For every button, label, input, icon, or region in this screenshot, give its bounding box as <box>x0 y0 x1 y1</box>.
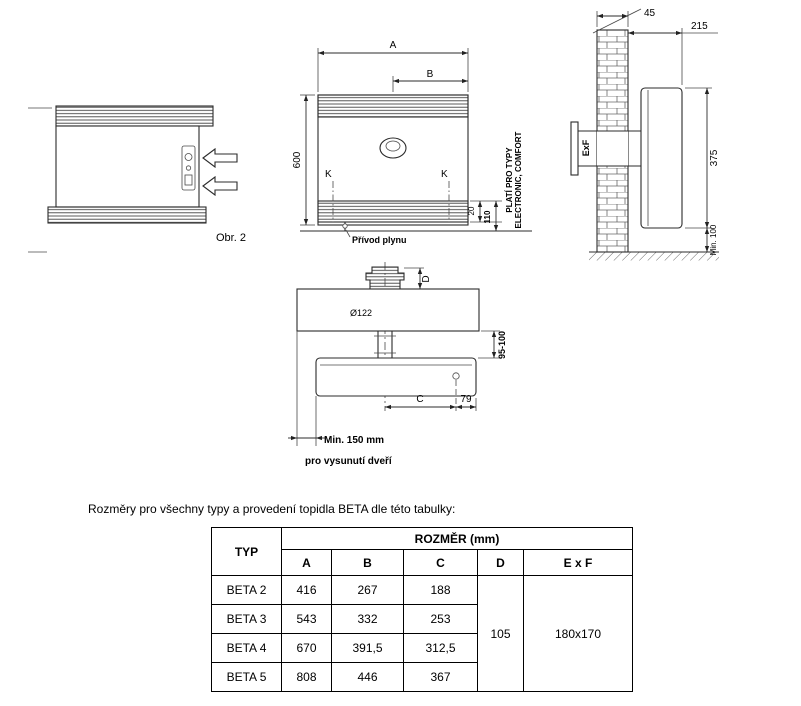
col-typ-header: TYP <box>211 527 282 576</box>
clearance-note: pro vysunutí dveří <box>305 456 393 467</box>
duct-exf-label: ExF <box>581 139 591 156</box>
wall-slab <box>296 288 480 332</box>
col-d-header: D <box>477 549 524 576</box>
wall-cut-mark <box>592 8 642 34</box>
cell-b: 446 <box>331 662 404 692</box>
heater-top-grille <box>55 105 214 127</box>
gas-valve-icon <box>342 223 348 229</box>
button-icon <box>185 165 192 171</box>
ground-hatch <box>589 252 719 261</box>
dim-D-label: D <box>421 275 432 282</box>
dim-C-label: C <box>416 394 423 405</box>
table-row: BETA 2 416 267 188 105 180x170 <box>211 575 634 692</box>
type-note-line1: PLATÍ PRO TYPY <box>505 147 514 213</box>
duct-flange <box>570 121 579 176</box>
block-arrow-icon <box>202 147 238 169</box>
technical-drawing: Obr. 2 A B 600 K K <box>28 8 720 467</box>
dim-215-label: 215 <box>691 21 708 32</box>
table-row: BETA 5 808 446 367 <box>211 662 633 692</box>
cell-a: 543 <box>281 604 332 634</box>
type-note-line2: ELECTRONIC, COMFORT <box>514 131 523 228</box>
rozmer-header: ROZMĚR (mm) <box>280 527 634 550</box>
heater-front-illustration: Obr. 2 <box>28 105 246 253</box>
K-right-label: K <box>441 169 448 180</box>
table-caption: Rozměry pro všechny typy a provedení top… <box>88 502 456 516</box>
col-a-header: A <box>281 549 332 576</box>
cell-a: 808 <box>281 662 332 692</box>
dim-min100-label: Min. 100 <box>709 224 718 255</box>
figure-caption: Obr. 2 <box>216 232 246 244</box>
cell-c: 253 <box>403 604 478 634</box>
dim-79-label: 79 <box>460 394 472 405</box>
mount-hole-icon <box>452 372 460 380</box>
heater-bottom-grille <box>47 206 207 224</box>
col-b-header: B <box>331 549 404 576</box>
cell-b: 391,5 <box>331 633 404 663</box>
cell-typ: BETA 3 <box>211 604 282 634</box>
table-subheader-row: A B C D E x F <box>212 549 634 576</box>
dim-600-label: 600 <box>292 151 303 168</box>
cell-c: 312,5 <box>403 633 478 663</box>
cell-c: 188 <box>403 575 478 605</box>
front-view-dimensioned: A B 600 K K Přívod plynu <box>292 40 532 245</box>
sight-glass-inner <box>385 140 401 152</box>
cell-typ: BETA 5 <box>211 662 282 692</box>
dim-20-label: 20 <box>467 206 476 215</box>
cell-d-merged: 105 <box>477 575 524 692</box>
dim-gap-label: 95-100 <box>497 331 507 359</box>
flue-terminal-stack <box>365 266 405 290</box>
dim-45-label: 45 <box>644 8 656 19</box>
cell-b: 332 <box>331 604 404 634</box>
cell-exf-merged: 180x170 <box>522 575 634 692</box>
clearance-label: Min. 150 mm <box>324 435 384 446</box>
top-grille <box>317 94 469 118</box>
heater-plan-outline <box>315 357 477 397</box>
plan-view: Ø122 D 95-100 C 79 <box>288 262 507 467</box>
table-row: BETA 4 670 391,5 312,5 <box>211 633 633 663</box>
flue-diameter-label: Ø122 <box>350 308 372 318</box>
col-exf-header: E x F <box>522 549 634 576</box>
heater-body <box>55 125 200 208</box>
thermostat-knob-icon <box>184 153 193 161</box>
block-arrow-icon <box>202 175 238 197</box>
dim-B-label: B <box>427 69 434 80</box>
dim-A-label: A <box>390 40 397 51</box>
dim-110-label: 110 <box>483 210 492 223</box>
gas-inlet-label: Přívod plynu <box>352 235 407 245</box>
cell-a: 416 <box>281 575 332 605</box>
cell-a: 670 <box>281 633 332 663</box>
wall-section-view: ExF 45 215 375 Min. 100 <box>570 8 720 261</box>
cell-typ: BETA 2 <box>211 575 282 605</box>
cell-typ: BETA 4 <box>211 633 282 663</box>
table-header-row: TYP ROZMĚR (mm) <box>211 527 634 576</box>
cell-b: 267 <box>331 575 404 605</box>
dim-375-label: 375 <box>709 149 720 166</box>
dimensions-table: TYP ROZMĚR (mm) A B C D E x F BETA 2 416… <box>211 527 634 692</box>
control-window <box>184 174 193 186</box>
terminal-cover <box>640 87 683 229</box>
K-left-label: K <box>325 169 332 180</box>
bottom-grille <box>317 200 469 223</box>
cell-c: 367 <box>403 662 478 692</box>
col-c-header: C <box>403 549 478 576</box>
